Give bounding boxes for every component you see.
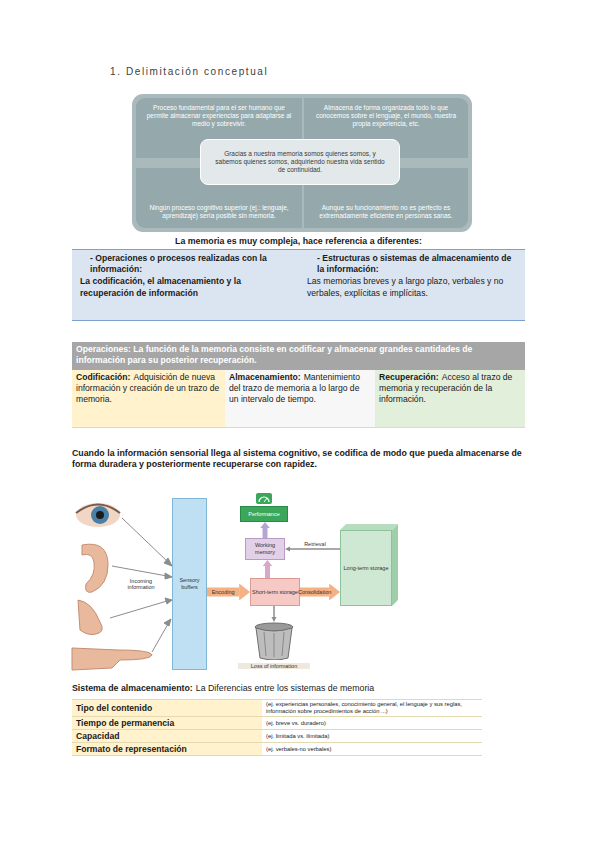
cell-body: Las memorias breves y a largo plazo, ver… [307, 276, 517, 298]
cell-body: La codificación, el almacenamiento y la … [80, 276, 291, 298]
arrow-head [239, 583, 250, 600]
box-text: Performance [248, 511, 280, 517]
connector [263, 560, 273, 578]
table-row: Capacidad(ej. limitada vs. ilimitada) [72, 730, 482, 743]
hand-icon [72, 648, 152, 670]
row-key: Capacidad [72, 730, 262, 743]
arrow-head [285, 547, 290, 552]
table-cell: Almacenamiento:Mantenimiento del trazo d… [225, 370, 375, 428]
box-text: Proceso fundamental para el ser humano q… [146, 104, 292, 128]
box-text: Working memory [246, 542, 284, 555]
table-row: Tiempo de permanencia(ej. breve vs. dura… [72, 717, 482, 730]
cell-text: Almacenamiento:Mantenimiento del trazo d… [229, 372, 371, 406]
comparison-table: Tipo del contenido(ej. experiencias pers… [72, 699, 482, 756]
row-key: Formato de representación [72, 743, 262, 756]
connector [285, 547, 340, 552]
row-key: Tiempo de permanencia [72, 717, 262, 730]
paragraph: Cuando la información sensorial llega al… [72, 448, 530, 471]
row-key: Tipo del contenido [72, 700, 262, 717]
working-memory-box: Working memory [245, 538, 285, 560]
performance-box: Performance [240, 506, 288, 522]
connector [300, 583, 340, 600]
table-cell: Recuperación:Acceso al trazo de memoria … [375, 370, 525, 428]
edge-label: Consolidation [298, 589, 331, 595]
connector-shaft [300, 588, 329, 597]
box-text: Long-term storage [344, 565, 389, 572]
table-cell: - Operaciones o procesos realizadas con … [72, 249, 299, 321]
arrow-head [263, 560, 273, 566]
arrow-head [329, 583, 340, 600]
connector-shaft [263, 528, 268, 538]
section-title: 1. Delimitación conceptual [110, 66, 510, 77]
trash-can: Loss of information [252, 622, 296, 660]
arrow-head [260, 522, 270, 528]
gauge-icon [256, 493, 272, 504]
short-term-box: Short-term storage [250, 578, 300, 606]
cell-text: Recuperación:Acceso al trazo de memoria … [379, 372, 521, 406]
cell-heading: Recuperación: [379, 372, 439, 382]
table-row: Formato de representación(ej. verbales-n… [72, 743, 482, 756]
connector [272, 606, 277, 622]
connector [260, 522, 270, 538]
concept-panel [132, 94, 472, 232]
box-text: Almacena de forma organizada todo lo que… [314, 104, 458, 128]
cell-heading: - Operaciones o procesos realizadas con … [80, 253, 291, 275]
arrow-head [272, 617, 277, 622]
row-value: (ej. limitada vs. ilimitada) [262, 730, 482, 743]
edge-label: Encoding [212, 589, 235, 595]
box-text: Gracias a nuestra memoria somos quienes … [213, 150, 387, 174]
connector [207, 583, 250, 600]
box-text: Sensory buffers [174, 577, 205, 590]
table-header: Operaciones: La función de la memoria co… [72, 342, 525, 370]
table-row: Tipo del contenido(ej. experiencias pers… [72, 700, 482, 717]
table-cell: - Estructuras o sistemas de almacenamien… [299, 249, 525, 321]
ear-icon [82, 544, 108, 592]
connector-shaft [265, 566, 270, 578]
cell-heading: - Estructuras o sistemas de almacenamien… [307, 253, 517, 275]
trash-outline [252, 622, 296, 660]
sensory-buffer-box: Sensory buffers [172, 498, 207, 670]
diagram-label: Incoming information [116, 578, 166, 590]
cell-text: Codificación:Adquisición de nueva inform… [76, 372, 221, 406]
row-value: (ej. experiencias personales, conocimien… [262, 700, 482, 717]
cell-heading: Codificación: [76, 372, 130, 382]
box-text: Aunque su funcionamiento no es perfecto … [314, 204, 458, 220]
nose-icon [78, 600, 102, 635]
row-value: (ej. breve vs. duradero) [262, 717, 482, 730]
central-concept-box: Gracias a nuestra memoria somos quienes … [200, 139, 400, 185]
trash-label: Loss of information [238, 663, 310, 669]
section-heading: Sistema de almacenamiento:La Diferencias… [72, 683, 532, 694]
table-cell: Codificación:Adquisición de nueva inform… [72, 370, 225, 428]
box-text: Operaciones: La función de la memoria co… [76, 344, 521, 365]
long-term-depth [340, 524, 398, 606]
long-term-box: Long-term storage [340, 530, 392, 606]
connector-shaft [207, 588, 239, 597]
connector-shaft [290, 548, 340, 550]
intro-sentence: La memoria es muy compleja, hace referen… [72, 236, 525, 247]
box-text: Ningún proceso cognitivo superior (ej.: … [146, 204, 292, 220]
eye-icon [76, 503, 120, 527]
connector-shaft [273, 606, 275, 617]
box-text: Short-term storage [252, 589, 298, 596]
cell-heading: Almacenamiento: [229, 372, 301, 382]
heading-lead: Sistema de almacenamiento: [72, 683, 193, 693]
row-value: (ej. verbales-no verbales) [262, 743, 482, 756]
sense-arrows [110, 518, 172, 652]
edge-label: Retrieval [304, 541, 326, 547]
heading-rest: La Diferencias entre los sistemas de mem… [196, 683, 374, 693]
